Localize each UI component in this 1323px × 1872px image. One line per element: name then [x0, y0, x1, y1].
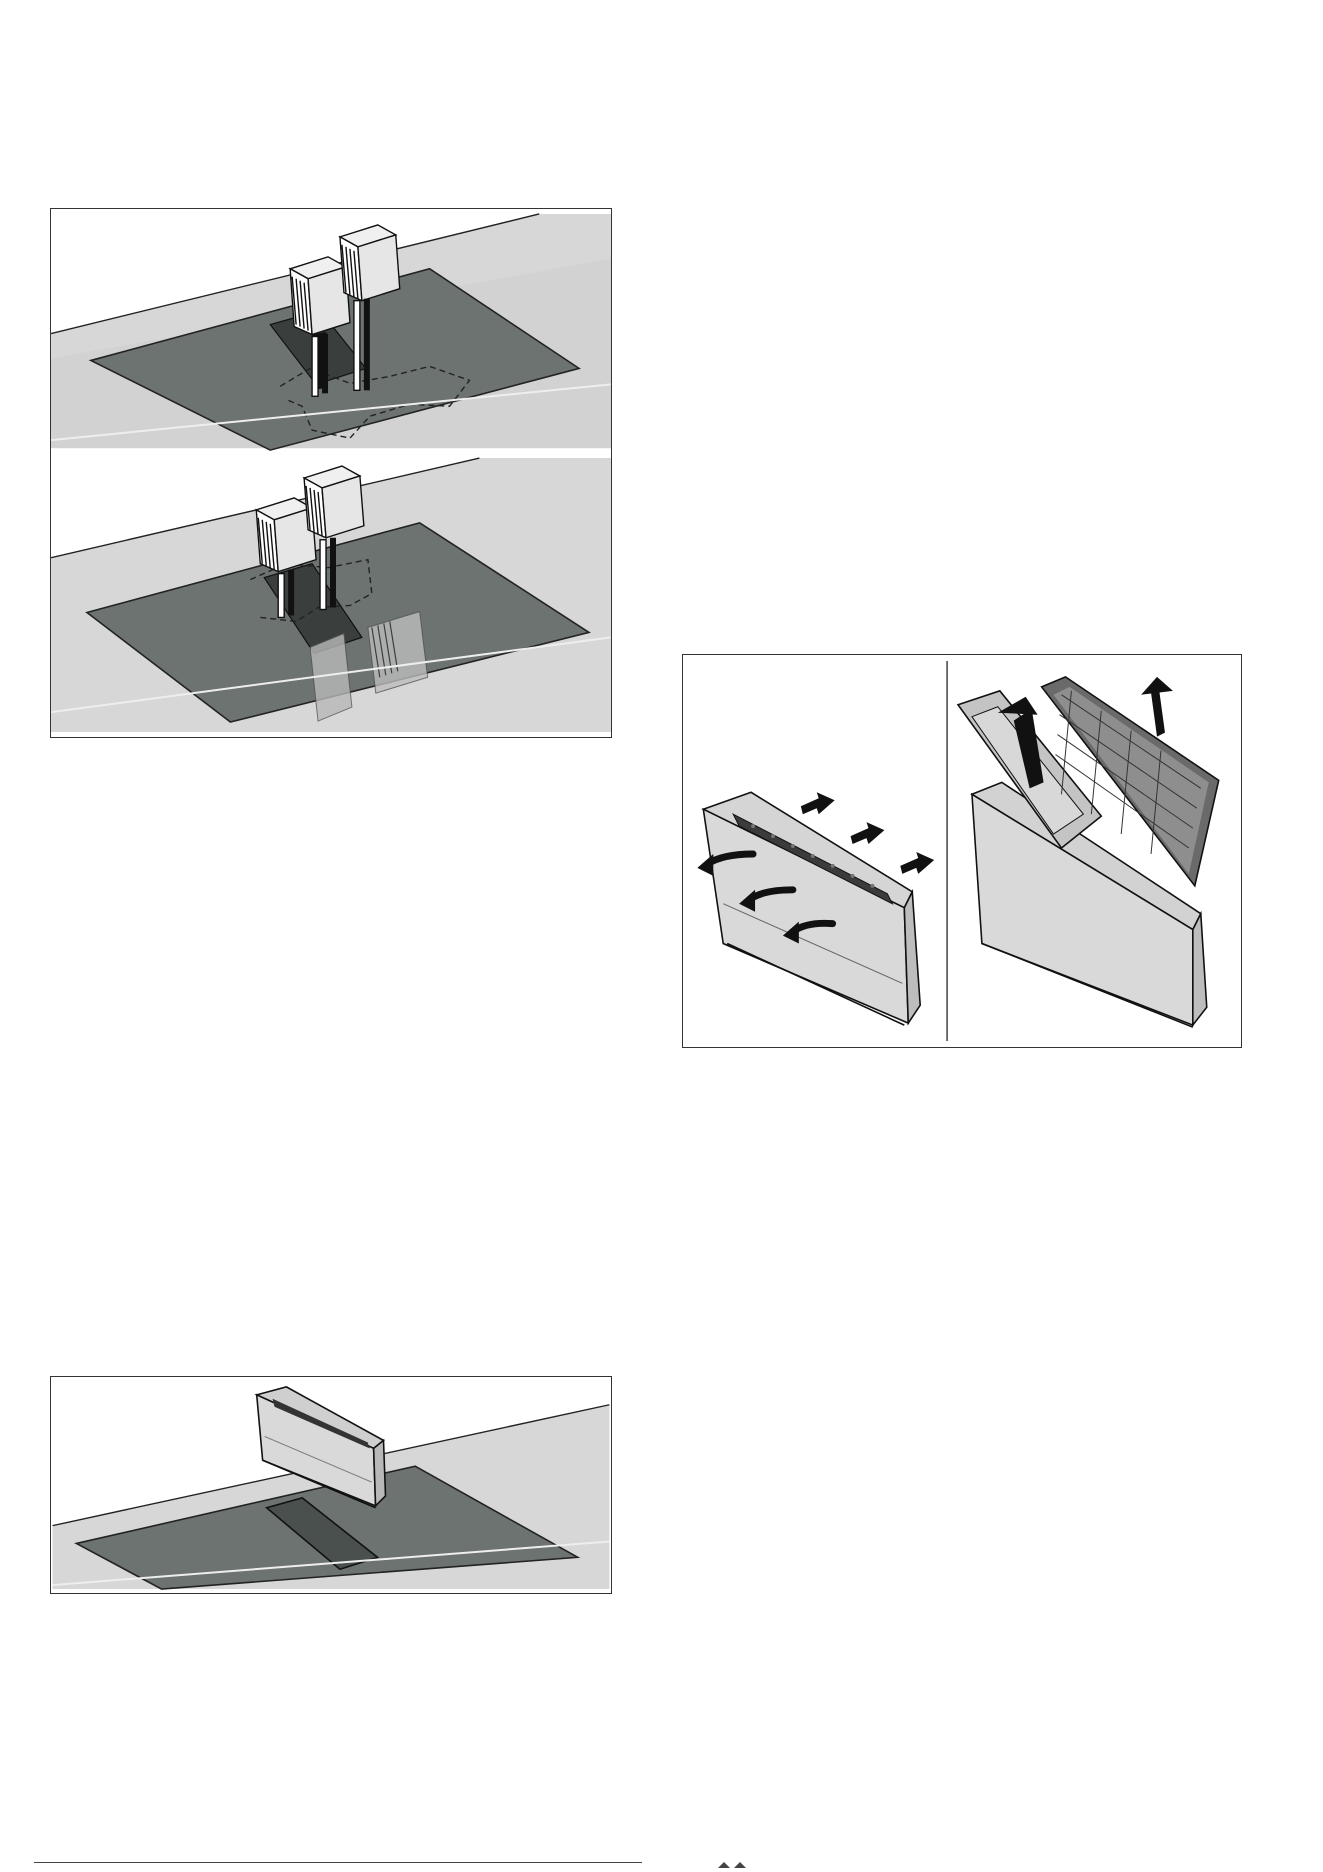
figure-filter-disassembly [682, 654, 1242, 1048]
figure-filter-unit-placement [50, 1376, 612, 1594]
figure-filter-insertion [50, 208, 612, 738]
carbon-filter-icon [340, 225, 400, 301]
page-corner-marks [678, 1856, 778, 1868]
panel-top [51, 214, 611, 450]
footer-rule [34, 1862, 642, 1863]
filter-insertion-illustration [51, 209, 611, 737]
panel-bottom [51, 458, 611, 732]
filter-unit-illustration [51, 1377, 611, 1593]
filter-housing-icon [958, 691, 1207, 1027]
filter-housing-icon [703, 792, 920, 1025]
carbon-filter-icon [304, 466, 364, 538]
filter-disassembly-illustration [683, 655, 1241, 1047]
